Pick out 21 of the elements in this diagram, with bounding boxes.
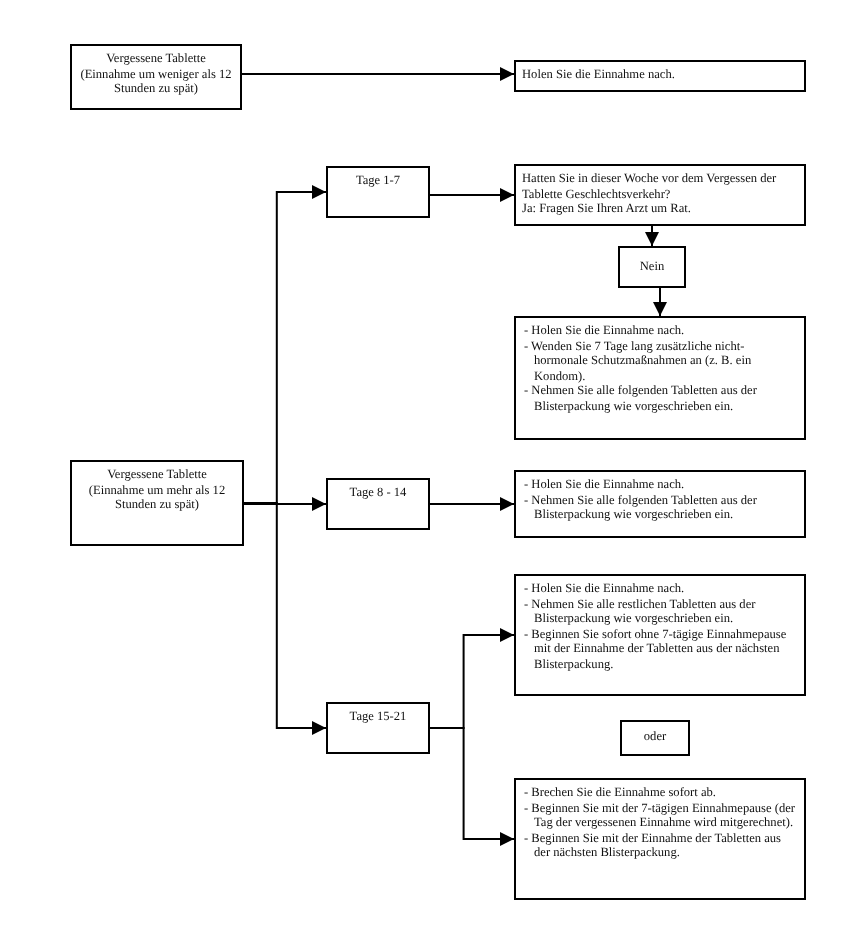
process-box xyxy=(326,166,430,218)
arrow xyxy=(429,497,515,511)
process-box xyxy=(326,478,430,530)
instruction-box xyxy=(514,470,806,538)
instruction-box xyxy=(514,164,806,226)
process-box xyxy=(70,460,244,546)
arrow xyxy=(241,67,515,81)
process-box xyxy=(70,44,242,110)
arrow xyxy=(429,188,515,202)
instruction-box xyxy=(514,778,806,900)
arrow xyxy=(653,287,667,317)
instruction-box xyxy=(514,316,806,440)
arrow xyxy=(243,502,327,735)
instruction-box xyxy=(514,574,806,696)
process-box xyxy=(326,702,430,754)
process-box xyxy=(618,246,686,288)
instruction-box xyxy=(514,60,806,92)
arrow xyxy=(645,225,659,247)
arrow xyxy=(429,727,515,846)
process-box xyxy=(620,720,690,756)
arrow xyxy=(243,497,327,511)
